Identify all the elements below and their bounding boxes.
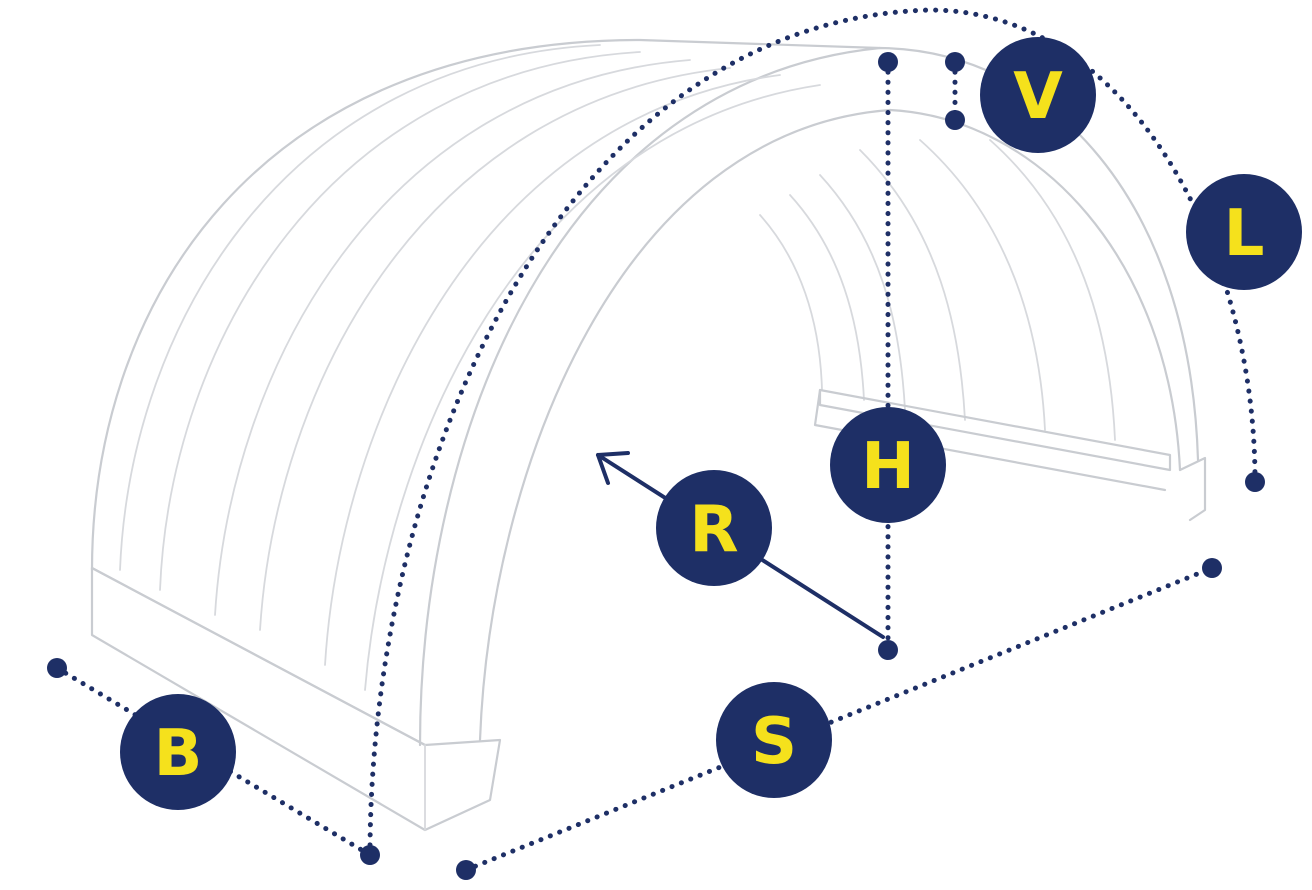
badge-b: B — [120, 694, 236, 810]
badge-v-label: V — [1013, 60, 1063, 134]
outer-rib-6 — [364, 84, 821, 691]
dimension-s-end-point — [1202, 558, 1222, 578]
inner-rib-3 — [819, 174, 906, 411]
dimension-b-start-point — [47, 658, 67, 678]
badge-s-label: S — [751, 705, 797, 779]
dimension-h-top-point — [878, 52, 898, 72]
fender-rear-foot — [1178, 456, 1207, 522]
dimension-h-bottom-point — [878, 640, 898, 660]
outer-rib-1 — [119, 44, 601, 571]
dimension-line-s — [463, 565, 1215, 873]
fender-front-inner-arc — [478, 108, 1182, 742]
inner-rear-flange — [818, 388, 1172, 472]
outer-rib-2 — [159, 51, 641, 591]
badge-v: V — [980, 37, 1096, 153]
inner-rib-5 — [919, 139, 1046, 431]
inner-rib-4 — [859, 149, 966, 421]
fender-bottom-flange-top — [90, 566, 427, 747]
fender-front-outer-arc — [418, 46, 1200, 747]
dimension-s-start-point — [456, 860, 476, 880]
badge-h: H — [830, 407, 946, 523]
dimension-r-arrowhead — [596, 451, 630, 485]
inner-rear-flange-side — [813, 388, 1167, 492]
dimension-v-bottom-point — [945, 110, 965, 130]
fender-outer-edge — [90, 38, 882, 572]
outer-rib-3 — [214, 59, 691, 616]
outer-rib-4 — [259, 67, 731, 631]
inner-rib-1 — [759, 214, 823, 391]
dimension-line-l — [367, 7, 1258, 858]
dimension-lines — [47, 7, 1265, 880]
badge-l-label: L — [1224, 197, 1265, 271]
dimension-l-end-point — [1245, 472, 1265, 492]
fender-illustration — [90, 38, 1207, 832]
badge-h-label: H — [861, 430, 915, 504]
inner-rib-2 — [789, 194, 865, 401]
inner-rib-6 — [989, 139, 1116, 441]
badge-b-label: B — [154, 717, 203, 791]
badge-r: R — [656, 470, 772, 586]
badge-r-label: R — [689, 493, 738, 567]
dimension-v-top-point — [945, 52, 965, 72]
outer-rib-5 — [324, 74, 781, 666]
badge-s: S — [716, 682, 832, 798]
badge-l: L — [1186, 174, 1302, 290]
